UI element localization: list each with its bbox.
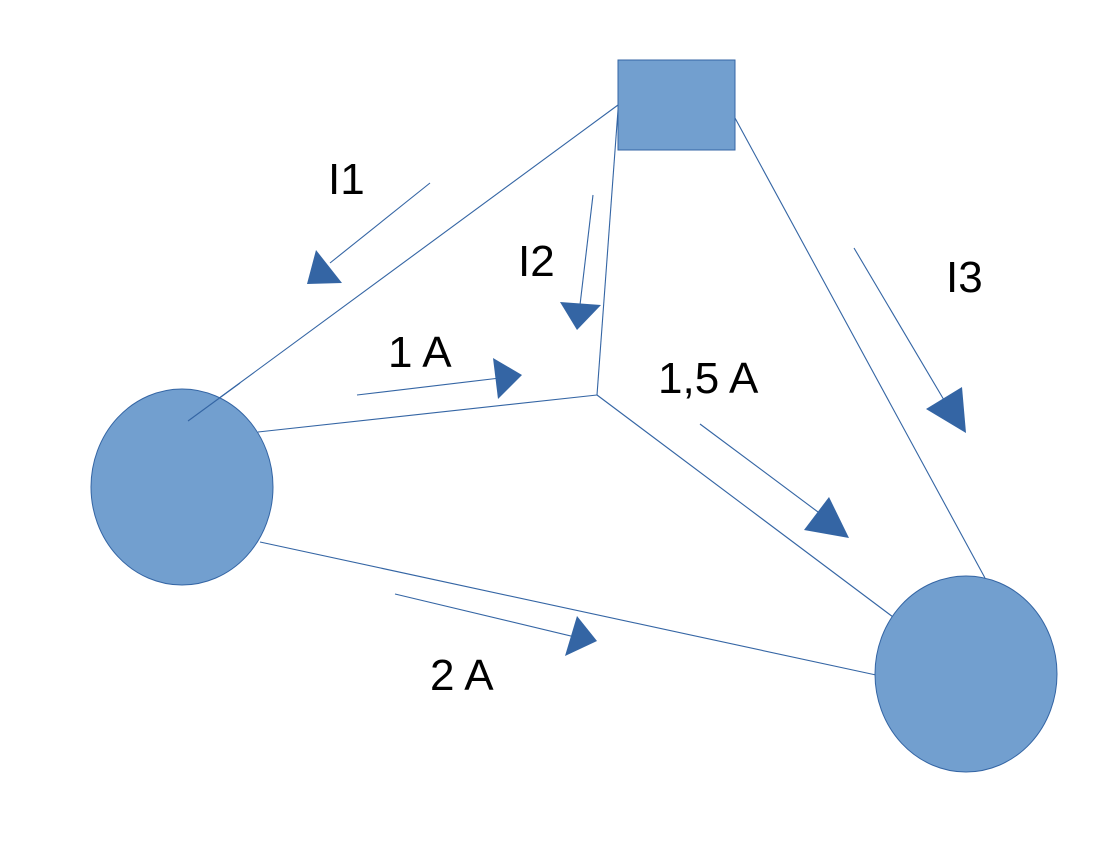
arrow-i2-shaft: [579, 194, 594, 306]
wire-square-to-left-node-inner: [187, 382, 241, 422]
source-square-node: [617, 59, 736, 151]
wire-square-to-left-node: [187, 104, 619, 422]
wire-left-node-to-right-node: [259, 541, 877, 676]
arrow-i3-shaft: [853, 247, 945, 401]
arrow-2a-shaft: [394, 593, 576, 638]
wire-left-node-to-junction: [257, 394, 598, 433]
arrow-i2-head: [560, 302, 601, 330]
arrow-2a-head: [565, 616, 597, 656]
arrow-i3-head: [926, 387, 966, 433]
wire-square-to-junction: [596, 109, 619, 396]
left-node: [90, 388, 274, 586]
current-arrow-1-5a: [699, 423, 849, 538]
label-i3: I3: [946, 253, 983, 302]
right-node: [874, 575, 1058, 773]
arrow-1-5a-head: [804, 497, 849, 538]
label-i2: I2: [518, 237, 555, 286]
arrow-1-5a-shaft: [699, 423, 819, 513]
current-arrow-i2: [560, 194, 601, 330]
current-arrow-i3: [853, 247, 966, 433]
arrow-1a-shaft: [356, 377, 501, 396]
current-arrow-i1: [307, 182, 431, 284]
current-arrow-1a: [356, 358, 522, 399]
label-2a: 2 A: [430, 651, 494, 700]
label-1a: 1 A: [388, 328, 452, 377]
wire-junction-to-right-node: [596, 394, 894, 618]
current-arrow-2a: [394, 593, 597, 656]
arrow-1a-head: [493, 358, 522, 399]
label-1-5a: 1,5 A: [658, 354, 759, 403]
label-i1: I1: [328, 155, 365, 204]
arrow-i1-head: [307, 250, 342, 284]
wire-square-to-right-node: [734, 117, 986, 579]
arrow-i1-shaft: [329, 182, 431, 264]
